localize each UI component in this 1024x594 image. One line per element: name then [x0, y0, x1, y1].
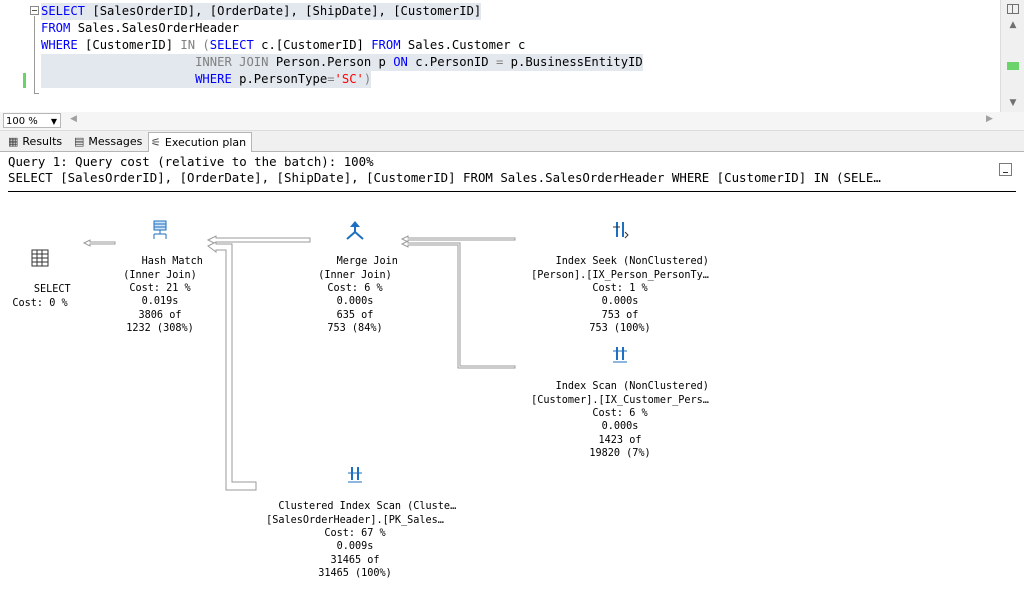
- arrow-hash-to-select: [82, 239, 116, 247]
- code-keyword: WHERE: [195, 72, 240, 86]
- code-text: c.PersonID: [415, 55, 496, 69]
- code-operator: =: [327, 72, 335, 86]
- node-text: SELECT Cost: 0 %: [12, 284, 71, 309]
- document-icon: ▤: [74, 135, 85, 148]
- tab-execution-plan[interactable]: ⚟Execution plan: [148, 132, 252, 152]
- execution-plan-pane[interactable]: Query 1: Query cost (relative to the bat…: [0, 152, 1024, 579]
- scroll-down-icon[interactable]: ▼: [1009, 98, 1017, 108]
- code-line-4: INNER JOIN Person.Person p ON c.PersonID…: [41, 54, 643, 71]
- results-tab-bar: ▦Results ▤Messages ⚟Execution plan: [0, 131, 1024, 152]
- merge-join-icon: [346, 220, 364, 240]
- index-seek-icon: [613, 221, 629, 239]
- code-text: [CustomerID]: [85, 38, 181, 52]
- code-line-3: WHERE [CustomerID] IN (SELECT c.[Custome…: [41, 37, 525, 54]
- query-text: SELECT [SalesOrderID], [OrderDate], [Shi…: [8, 170, 881, 185]
- vertical-scrollbar[interactable]: ▲ ▼: [1000, 0, 1024, 112]
- node-text: Index Seek (NonClustered) [Person].[IX_P…: [531, 256, 709, 335]
- scroll-left-icon[interactable]: ◀: [70, 114, 77, 124]
- change-tracking-bar: [23, 73, 26, 88]
- tab-label: Execution plan: [164, 136, 247, 149]
- plan-node-clustered-index-scan[interactable]: Clustered Index Scan (Cluste… [SalesOrde…: [253, 437, 457, 594]
- zoom-value: 100 %: [6, 116, 38, 127]
- node-text: Merge Join (Inner Join) Cost: 6 % 0.000s…: [318, 256, 398, 335]
- code-operator: =: [495, 55, 511, 69]
- code-keyword: WHERE: [41, 38, 86, 52]
- tab-label: Results: [22, 135, 63, 148]
- chevron-down-icon: ▼: [50, 117, 57, 126]
- code-text: Sales.SalesOrderHeader: [77, 21, 240, 35]
- code-text: p.PersonType: [239, 72, 328, 86]
- plan-node-merge-join[interactable]: Merge Join (Inner Join) Cost: 6 % 0.000s…: [303, 192, 407, 349]
- arrow-merge-to-hash: [206, 235, 311, 245]
- outline-guide: [34, 16, 35, 94]
- tab-results[interactable]: ▦Results: [6, 133, 62, 150]
- code-text: c.[CustomerID]: [261, 38, 372, 52]
- grid-icon: ▦: [8, 135, 19, 148]
- plan-arrows: [82, 235, 516, 491]
- scroll-thumb[interactable]: [1007, 62, 1019, 70]
- code-keyword: FROM: [41, 21, 78, 35]
- query-cost-header: Query 1: Query cost (relative to the bat…: [8, 154, 374, 169]
- tab-label: Messages: [88, 135, 143, 148]
- arrow-seek-to-merge: [400, 235, 516, 243]
- hash-match-icon: [153, 220, 167, 239]
- expand-query-button[interactable]: [999, 163, 1012, 176]
- plan-node-index-scan[interactable]: Index Scan (NonClustered) [Customer].[IX…: [518, 317, 722, 474]
- code-operator: INNER JOIN: [195, 55, 276, 69]
- code-string: 'SC': [334, 72, 364, 86]
- sql-editor[interactable]: SELECT [SalesOrderID], [OrderDate], [Shi…: [0, 0, 1024, 113]
- editor-status-bar: 100 % ▼ ◀ ▶: [0, 112, 1024, 131]
- code-text: Person.Person p: [275, 55, 394, 69]
- code-line-2: FROM Sales.SalesOrderHeader: [41, 20, 239, 37]
- clustered-index-scan-icon: [348, 466, 362, 483]
- code-text: p.BusinessEntityID: [510, 55, 643, 69]
- plan-divider: [8, 191, 1016, 192]
- code-text: Sales.Customer c: [407, 38, 526, 52]
- outline-guide-end: [34, 93, 39, 94]
- code-line-1: SELECT [SalesOrderID], [OrderDate], [Shi…: [41, 3, 482, 20]
- node-text: Clustered Index Scan (Cluste… [SalesOrde…: [266, 501, 457, 580]
- code-operator: IN (: [180, 38, 210, 52]
- code-keyword: SELECT: [41, 4, 93, 18]
- scroll-up-icon[interactable]: ▲: [1009, 20, 1017, 30]
- scroll-right-icon[interactable]: ▶: [986, 114, 993, 124]
- node-text: Hash Match (Inner Join) Cost: 21 % 0.019…: [123, 256, 203, 335]
- zoom-dropdown[interactable]: 100 % ▼: [3, 113, 61, 128]
- index-scan-icon: [613, 346, 627, 363]
- plan-node-hash-match[interactable]: Hash Match (Inner Join) Cost: 21 % 0.019…: [108, 192, 212, 349]
- tab-messages[interactable]: ▤Messages: [72, 133, 142, 150]
- arrow-clustered-to-hash: [207, 241, 257, 491]
- code-line-5: WHERE p.PersonType='SC'): [41, 71, 372, 88]
- plan-node-index-seek[interactable]: Index Seek (NonClustered) [Person].[IX_P…: [518, 192, 722, 349]
- code-text: [SalesOrderID], [OrderDate], [ShipDate],…: [92, 4, 482, 18]
- split-editor-icon[interactable]: [1007, 4, 1019, 14]
- code-keyword: SELECT: [209, 38, 262, 52]
- plan-node-select[interactable]: SELECT Cost: 0 %: [8, 220, 72, 323]
- code-keyword: FROM: [371, 38, 408, 52]
- code-operator: ): [363, 72, 372, 86]
- select-operator-icon: [31, 249, 49, 267]
- code-keyword: ON: [393, 55, 416, 69]
- node-text: Index Scan (NonClustered) [Customer].[IX…: [531, 381, 709, 460]
- arrow-scan-to-merge: [400, 240, 516, 369]
- plan-icon: ⚟: [151, 136, 161, 149]
- collapse-toggle[interactable]: [30, 6, 39, 15]
